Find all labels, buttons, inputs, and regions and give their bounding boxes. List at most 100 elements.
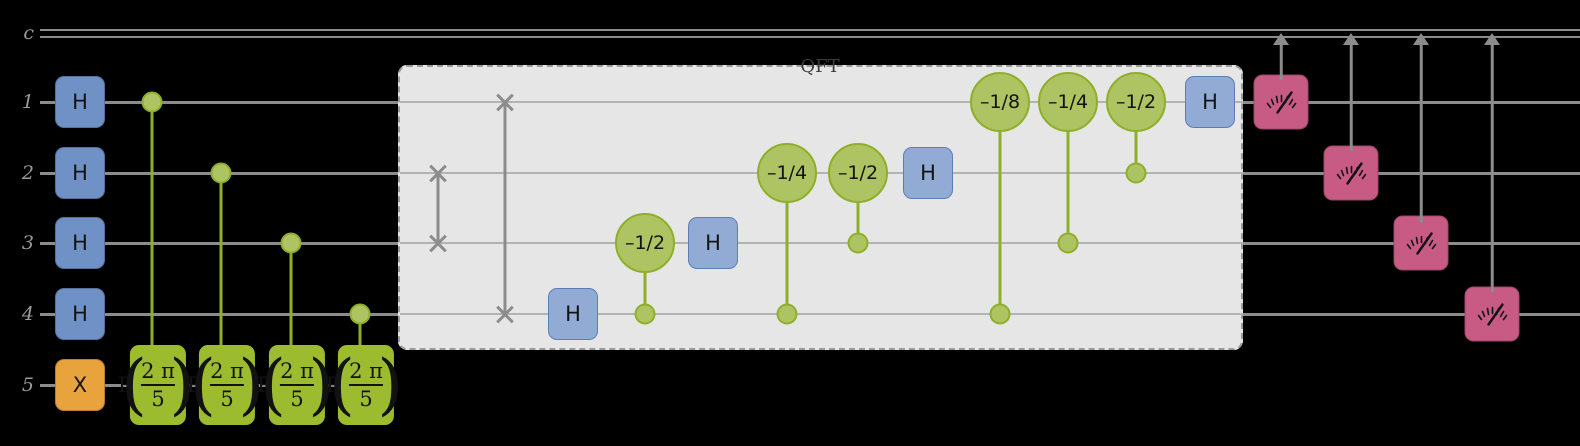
gate-hadamard-q2[interactable]: H <box>55 147 105 199</box>
control-dot-cphase-1[interactable] <box>634 303 656 325</box>
qft-group-box[interactable] <box>398 65 1243 350</box>
p-gate-prefix: P <box>117 373 133 397</box>
gate-hadamard-qft-q1[interactable]: H <box>1185 76 1235 128</box>
gate-phase-p3-q5[interactable]: P ( 2 π 5 ) <box>256 345 334 425</box>
p-gate-prefix: P <box>256 373 272 397</box>
gate-cphase-3[interactable]: –1/2 <box>828 143 888 203</box>
control-link-cphase-2 <box>785 173 789 314</box>
gate-hadamard-qft-q4[interactable]: H <box>548 288 598 340</box>
fraction-numerator: 2 π <box>210 358 244 383</box>
measure-classical-link-2 <box>1349 42 1353 151</box>
control-dot-cp3[interactable] <box>280 232 302 254</box>
fraction-bar <box>210 383 245 387</box>
gate-measure-q2[interactable] <box>1323 145 1379 201</box>
swap-link-q2-q3 <box>436 173 440 243</box>
control-dot-cphase-4[interactable] <box>989 303 1011 325</box>
p-gate-body: ( 2 π 5 ) <box>121 345 195 425</box>
gate-label: H <box>72 90 88 114</box>
gate-hadamard-qft-q3[interactable]: H <box>688 217 738 269</box>
gate-hadamard-q3[interactable]: H <box>55 217 105 269</box>
register-label-q5: 5 <box>21 374 34 396</box>
gate-cphase-4[interactable]: –1/8 <box>970 72 1030 132</box>
control-link-cphase-1 <box>643 243 647 314</box>
gate-label: H <box>565 302 581 326</box>
control-link-cp4 <box>358 314 362 345</box>
gate-pauli-x-q5[interactable]: X <box>55 359 105 411</box>
fraction: 2 π 5 <box>278 358 316 412</box>
control-link-cphase-3 <box>856 173 860 243</box>
measure-classical-link-1 <box>1279 42 1283 80</box>
gate-hadamard-q1[interactable]: H <box>55 76 105 128</box>
gate-label: H <box>1202 90 1218 114</box>
p-gate-body: ( 2 π 5 ) <box>329 345 403 425</box>
gate-label: H <box>920 161 936 185</box>
p-gate-body: ( 2 π 5 ) <box>260 345 334 425</box>
swap-icon-q4[interactable] <box>494 303 516 325</box>
control-link-cphase-4 <box>998 102 1002 314</box>
swap-icon-q2[interactable] <box>427 162 449 184</box>
gate-hadamard-q4[interactable]: H <box>55 288 105 340</box>
register-label-q3: 3 <box>21 232 34 254</box>
control-link-cp2 <box>219 173 223 345</box>
control-dot-cp1[interactable] <box>141 91 163 113</box>
qubit-wire-3-group <box>400 242 1243 244</box>
measure-classical-link-3 <box>1419 42 1423 222</box>
fraction-denominator: 5 <box>290 387 304 412</box>
qft-group-label: QFT <box>800 56 840 77</box>
gate-hadamard-qft-q2[interactable]: H <box>903 147 953 199</box>
measure-icon <box>1406 231 1436 255</box>
control-dot-cphase-2[interactable] <box>776 303 798 325</box>
gate-cphase-5[interactable]: –1/4 <box>1038 72 1098 132</box>
qubit-wire-1-group <box>400 101 1243 103</box>
gate-phase-p1-q5[interactable]: P ( 2 π 5 ) <box>117 345 195 425</box>
gate-label: H <box>72 161 88 185</box>
control-dot-cp2[interactable] <box>210 162 232 184</box>
paren-left: ( <box>329 346 355 424</box>
swap-icon-q1[interactable] <box>494 91 516 113</box>
fraction-bar <box>280 383 315 387</box>
fraction-numerator: 2 π <box>141 358 175 383</box>
gate-measure-q3[interactable] <box>1393 215 1449 271</box>
measure-arrowhead-3 <box>1413 33 1429 45</box>
gate-label: H <box>72 231 88 255</box>
p-gate-body: ( 2 π 5 ) <box>190 345 264 425</box>
measure-arrowhead-4 <box>1484 33 1500 45</box>
fraction: 2 π 5 <box>347 358 385 410</box>
paren-right: ) <box>238 346 265 424</box>
control-dot-cp4[interactable] <box>349 303 371 325</box>
fraction-numerator: 2 π <box>349 358 383 383</box>
control-link-cphase-5 <box>1066 102 1070 243</box>
measure-arrowhead-2 <box>1343 33 1359 45</box>
classical-wire-top <box>40 29 1580 31</box>
gate-cphase-2[interactable]: –1/4 <box>757 143 817 203</box>
gate-label: H <box>72 302 88 326</box>
gate-measure-q1[interactable] <box>1253 74 1309 130</box>
gate-phase-p2-q5[interactable]: P ( 2 π 5 ) <box>187 345 264 425</box>
gate-measure-q4[interactable] <box>1464 286 1520 342</box>
control-link-cphase-6 <box>1134 102 1138 173</box>
gate-phase-p4-q5[interactable]: P ( 2 π 5 ) <box>325 345 403 425</box>
register-label-q2: 2 <box>21 162 34 184</box>
paren-right: ) <box>308 346 335 424</box>
swap-icon-q3[interactable] <box>427 232 449 254</box>
gate-cphase-6[interactable]: –1/2 <box>1106 72 1166 132</box>
p-gate-prefix: P <box>325 373 341 397</box>
register-label-classical: c <box>23 22 34 44</box>
control-link-cp1 <box>150 102 154 345</box>
gate-cphase-1[interactable]: –1/2 <box>615 213 675 273</box>
control-dot-cphase-6[interactable] <box>1125 162 1147 184</box>
measure-icon <box>1477 302 1507 326</box>
control-dot-cphase-3[interactable] <box>847 232 869 254</box>
fraction-denominator: 5 <box>151 387 165 412</box>
fraction-numerator: 2 π <box>280 358 314 383</box>
gate-label: H <box>705 231 721 255</box>
register-label-q1: 1 <box>21 91 34 113</box>
control-dot-cphase-5[interactable] <box>1057 232 1079 254</box>
fraction: 2 π 5 <box>139 358 177 412</box>
paren-left: ( <box>190 346 216 424</box>
measure-icon <box>1266 90 1296 114</box>
fraction-bar <box>141 383 176 387</box>
swap-link-q1-q4 <box>503 102 507 314</box>
fraction: 2 π 5 <box>208 358 246 410</box>
